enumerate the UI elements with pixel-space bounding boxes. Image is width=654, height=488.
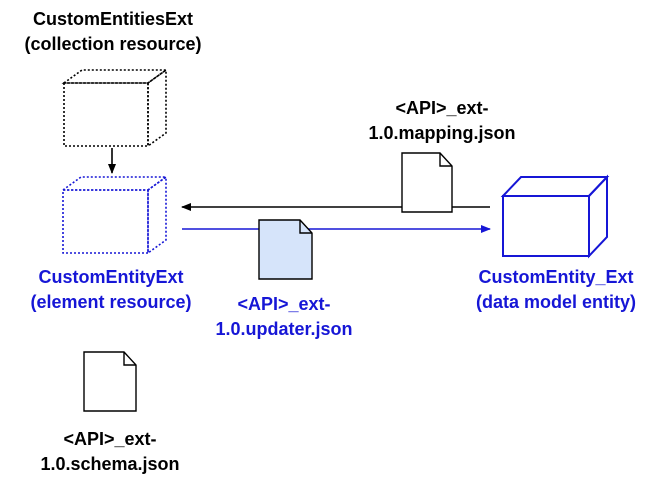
updater-document-icon xyxy=(258,219,313,280)
element-type: (element resource) xyxy=(30,292,192,312)
entity-label: CustomEntity_Ext (data model entity) xyxy=(458,265,654,315)
mapping-doc-label: <API>_ext- 1.0.mapping.json xyxy=(362,96,522,146)
element-name: CustomEntityExt xyxy=(38,267,184,287)
entity-name: CustomEntity_Ext xyxy=(478,267,634,287)
mapping-document-icon xyxy=(401,152,453,213)
updater-doc-line2: 1.0.updater.json xyxy=(215,319,353,339)
updater-doc-label: <API>_ext- 1.0.updater.json xyxy=(202,292,366,342)
collection-resource-label: CustomEntitiesExt (collection resource) xyxy=(10,7,216,57)
collection-name: CustomEntitiesExt xyxy=(32,9,194,29)
schema-doc-line1: <API>_ext- xyxy=(63,429,157,449)
entity-cube-icon xyxy=(500,174,610,259)
entity-type: (data model entity) xyxy=(475,292,636,312)
schema-document-icon xyxy=(83,351,137,412)
element-resource-label: CustomEntityExt (element resource) xyxy=(8,265,214,315)
updater-doc-line1: <API>_ext- xyxy=(237,294,331,314)
mapping-doc-line2: 1.0.mapping.json xyxy=(368,123,516,143)
mapping-doc-line1: <API>_ext- xyxy=(395,98,489,118)
collection-cube-icon xyxy=(61,68,169,148)
schema-doc-line2: 1.0.schema.json xyxy=(40,454,180,474)
element-cube-icon xyxy=(60,175,169,255)
collection-type: (collection resource) xyxy=(24,34,202,54)
schema-doc-label: <API>_ext- 1.0.schema.json xyxy=(28,427,192,477)
